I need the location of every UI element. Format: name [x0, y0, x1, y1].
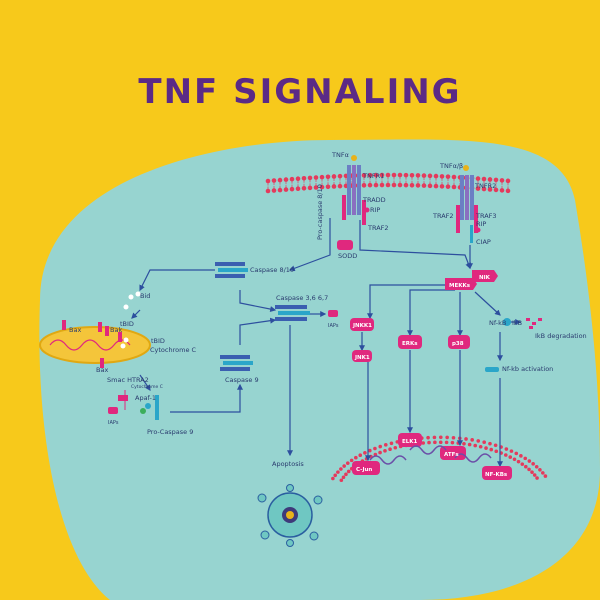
label-bax2: Bax — [96, 366, 108, 374]
nfkbs-protein — [482, 466, 512, 480]
label-tnfab: TNFα/β — [439, 162, 463, 170]
cytochrome-small-icon — [140, 408, 146, 414]
smac-protein — [118, 395, 128, 401]
procaspase9-bar — [155, 395, 159, 420]
labels: TNFα TNFR1 Pro-caspase 8/10 TRADD RIP TR… — [69, 151, 587, 478]
label-traf3: TRAF3 — [475, 212, 497, 220]
label-mekks: MEKKs — [449, 283, 471, 289]
iaps-protein — [328, 310, 338, 317]
label-erks: ERKs — [402, 341, 418, 347]
caspase-9-bars — [220, 355, 253, 371]
label-traf2-right: TRAF2 — [432, 212, 454, 220]
tnfr1-receptor — [342, 165, 366, 225]
mekks-protein — [445, 278, 477, 290]
jnk1-protein — [352, 350, 372, 362]
pathway-arrows — [124, 218, 522, 468]
nik-protein — [472, 270, 498, 282]
nfkb-icon — [503, 318, 511, 326]
label-nik: NIK — [479, 275, 491, 281]
label-bid: Bid — [140, 292, 150, 300]
label-tnfr1: TNFR1 — [362, 172, 384, 180]
erks-protein — [398, 335, 422, 349]
label-rip2: RIP — [476, 220, 486, 228]
nfkb-activation-icon — [485, 367, 499, 372]
ikb-degradation-fragments — [526, 318, 542, 329]
dna-strands — [369, 445, 492, 465]
label-caspase9: Caspase 9 — [225, 376, 259, 384]
jnkk1-protein — [350, 318, 374, 331]
label-caspase367: Caspase 3,6 6,7 — [276, 294, 328, 302]
caspase-367-bars — [275, 305, 310, 321]
label-tbid2: tBID — [151, 337, 165, 345]
caspase-810-bars — [215, 262, 248, 278]
label-tnfa: TNFα — [331, 151, 349, 159]
label-iaps1: IAPs — [328, 323, 339, 329]
label-atfs: ATFs — [444, 452, 459, 458]
iaps2-protein — [108, 407, 118, 414]
label-jnk1: JNK1 — [354, 355, 370, 361]
page-title: TNF SIGNALING — [138, 72, 462, 112]
label-nfkb-activation: Nf-kb activation — [502, 365, 553, 373]
rip2-dot-icon — [475, 227, 481, 233]
label-tbid1: tBID — [120, 320, 134, 328]
apoptotic-cell-icon — [257, 484, 323, 547]
label-elk1: ELK1 — [402, 439, 418, 445]
label-bax1: Bax — [69, 326, 81, 334]
label-procaspase9: Pro-Caspase 9 — [147, 428, 193, 436]
label-jnkk1: JNKK1 — [352, 323, 372, 329]
label-cytochrome: Cytochrome C — [150, 346, 197, 354]
label-ciap: CIAP — [476, 238, 491, 246]
label-iaps2: IAPs — [108, 420, 119, 426]
apaf-icon — [145, 403, 151, 409]
label-caspase810: Caspase 8/10 — [250, 266, 294, 274]
label-apoptosis: Apoptosis — [272, 460, 304, 468]
label-cytochrome-small: Cytochrome C — [131, 384, 163, 390]
label-rip1: RIP — [370, 206, 380, 214]
label-apaf: Apaf-1 — [135, 394, 156, 402]
label-ikb-degradation: IkB degradation — [535, 332, 587, 340]
tnfr2-receptor — [456, 175, 478, 243]
tnfab-ligand-icon — [463, 165, 469, 171]
label-procaspase810: Pro-caspase 8/10 — [316, 184, 324, 240]
tnfa-ligand-icon — [351, 155, 357, 161]
label-cjun: C-Jun — [356, 467, 372, 473]
label-tnfr2: TNFR2 — [474, 182, 496, 190]
label-smac: Smac HTRA2 — [107, 376, 149, 384]
label-ikb: IkB — [512, 319, 522, 327]
label-nfkbs: NF-KBs — [485, 472, 508, 478]
label-nfkb: Nf-kB — [489, 319, 506, 327]
rip-dot-icon — [364, 207, 370, 213]
mitochondrion — [39, 320, 151, 368]
sodd-protein — [337, 240, 353, 250]
cjun-protein — [352, 461, 380, 475]
label-tradd: TRADD — [362, 196, 386, 204]
label-traf2-left: TRAF2 — [367, 224, 389, 232]
label-sodd: SODD — [338, 252, 357, 260]
bid-molecules — [120, 291, 141, 349]
label-p38: p38 — [452, 341, 464, 347]
elk1-protein — [398, 433, 422, 447]
label-bak: Bak — [110, 326, 122, 334]
p38-protein — [448, 335, 470, 349]
